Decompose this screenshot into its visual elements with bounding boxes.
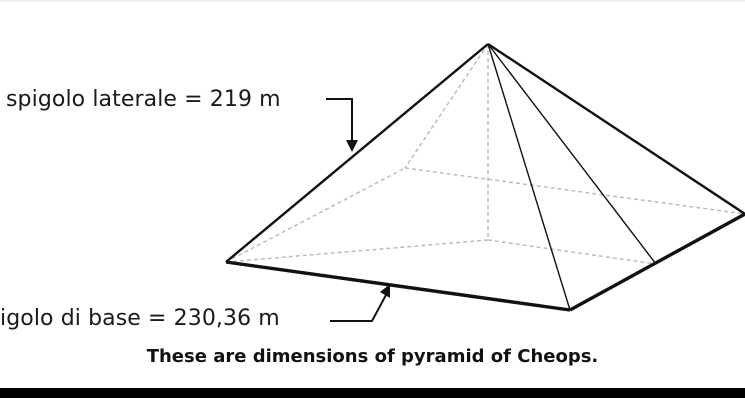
visible-edges [225, 42, 745, 312]
base-edge-front [225, 260, 571, 312]
lateral-edge-left [225, 43, 489, 263]
base-edge-right [569, 212, 745, 312]
base-edge-arrow [330, 284, 390, 322]
base-edge-label: igolo di base = 230,36 m [0, 306, 280, 331]
hidden-edge-apex-back [404, 43, 489, 169]
figure-caption: These are dimensions of pyramid of Cheop… [146, 346, 599, 367]
hidden-edge-center-left [225, 239, 489, 263]
hidden-edge-back-left [225, 167, 406, 263]
lateral-edge-front [487, 43, 571, 311]
hidden-edge-back-right [404, 167, 745, 215]
lateral-edge-right [487, 42, 745, 216]
lateral-edge-label: spigolo laterale = 219 m [6, 87, 281, 112]
lateral-edge-arrow [326, 98, 358, 152]
bottom-bar [0, 388, 745, 398]
hidden-edge-center-right [487, 239, 657, 265]
top-divider [0, 0, 745, 2]
hidden-edges [225, 43, 745, 265]
apothem-line [487, 43, 657, 265]
